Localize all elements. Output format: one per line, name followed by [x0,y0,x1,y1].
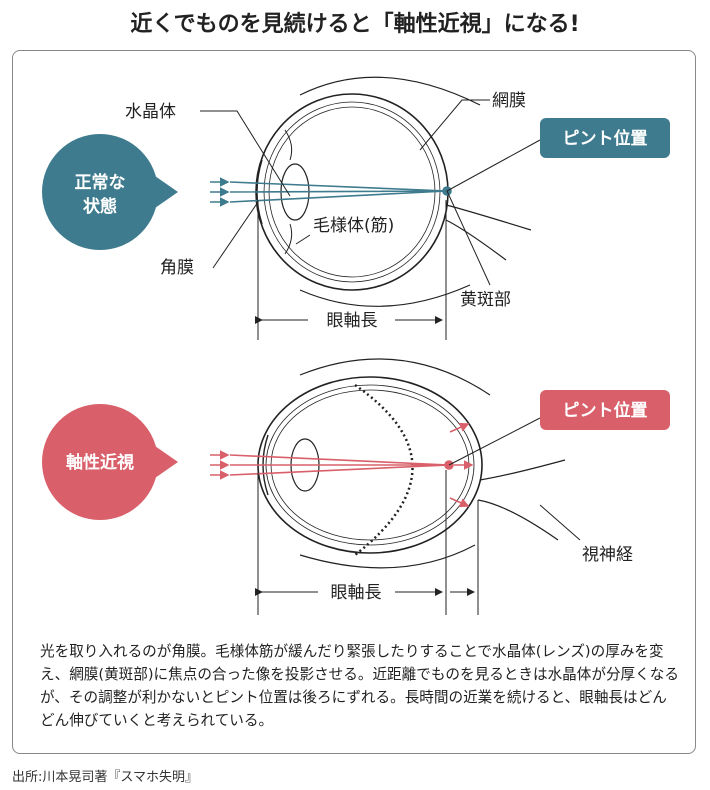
myopia-leader-lines [255,417,581,615]
normal-light-rays [210,177,452,207]
page-title: 近くでものを見続けると「軸性近視」になる! [130,12,580,37]
diagram-frame [12,50,696,754]
label-retina: 網膜 [492,91,526,111]
bubble-myopia: 軸性近視 [66,452,134,473]
bubble-line1: 正常な [75,172,126,193]
source-credit: 出所:川本晃司著『スマホ失明』 [12,770,198,785]
bubble-line2: 状態 [83,196,117,217]
label-axial-length-normal: 眼軸長 [327,311,378,331]
normal-bubble: 正常な 状態 [42,134,178,250]
label-optic-nerve: 視神経 [582,545,633,565]
label-axial-length-myopia: 眼軸長 [331,583,382,603]
focus-badge-myopia [540,390,670,430]
focus-label-myopia: ピント位置 [563,400,648,421]
description-text: 光を取り入れるのが角膜。毛様体筋が緩んだり緊張したりすることで水晶体(レンズ)の… [40,643,679,729]
label-macula: 黄斑部 [460,290,511,310]
label-lens: 水晶体 [125,102,176,122]
myopic-light-rays [210,422,474,508]
normal-leader-lines [200,99,541,340]
focus-badge-normal [540,118,670,158]
myopia-bubble: 軸性近視 [42,404,178,520]
label-cornea: 角膜 [160,258,194,278]
focus-label-normal: ピント位置 [563,128,648,149]
eye-diagram: 正常な 状態 ピント位置 水晶体 網膜 毛様体(筋) 角膜 黄斑部 眼軸長 [42,76,670,615]
label-ciliary: 毛様体(筋) [313,216,394,236]
